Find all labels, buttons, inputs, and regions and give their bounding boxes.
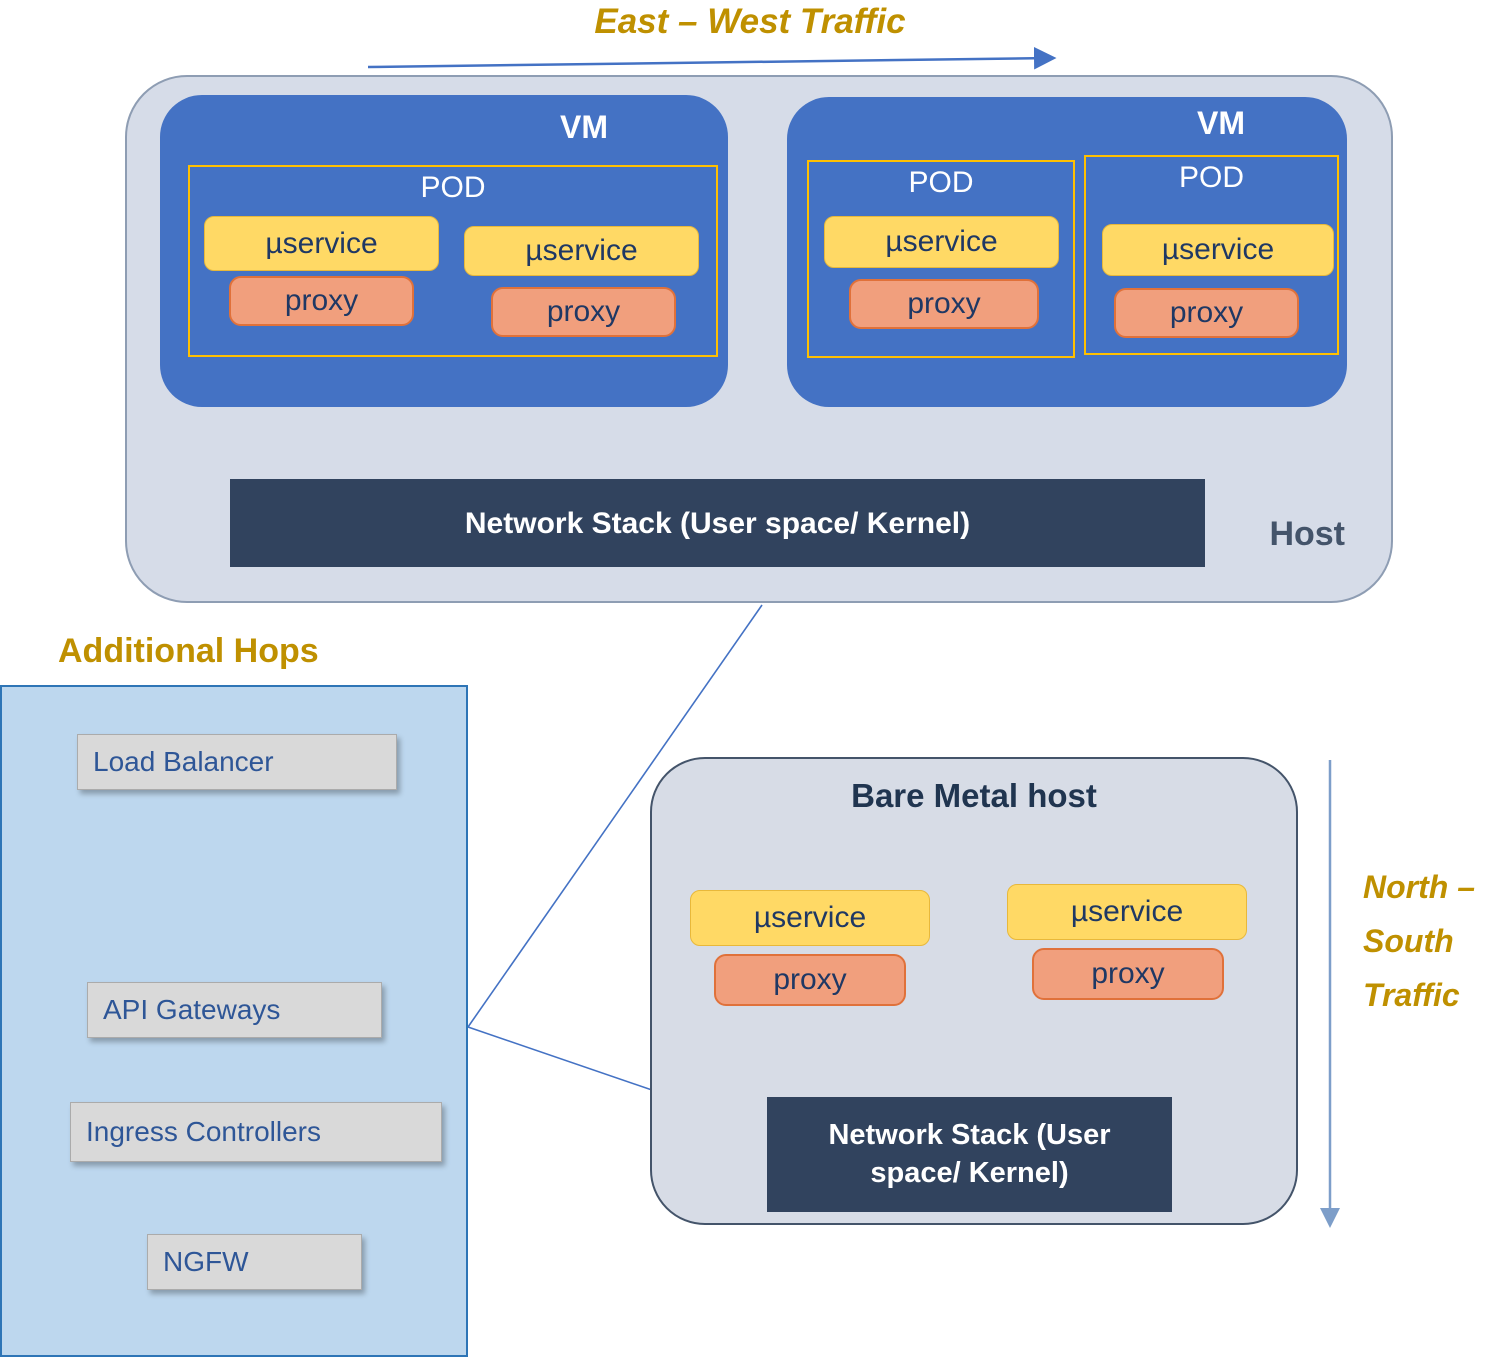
baremetal-network-stack: Network Stack (User space/ Kernel) <box>767 1097 1172 1212</box>
bare-metal-host-title: Bare Metal host <box>851 777 1097 814</box>
bare-metal-host-container: Bare Metal host µservice proxy µservice … <box>650 757 1298 1225</box>
hop-load-balancer: Load Balancer <box>77 734 397 790</box>
host-network-stack: Network Stack (User space/ Kernel) <box>230 479 1205 567</box>
microservice-box: µservice <box>1102 224 1334 276</box>
proxy-box: proxy <box>714 954 906 1006</box>
microservice-box: µservice <box>1007 884 1247 940</box>
pod-2: POD µservice proxy <box>807 160 1075 358</box>
microservice-box: µservice <box>690 890 930 946</box>
host-label: Host <box>1269 515 1345 553</box>
microservice-box: µservice <box>464 226 699 276</box>
hop-api-gateways: API Gateways <box>87 982 382 1038</box>
vm-1-label: VM <box>560 109 608 145</box>
north-south-line2: South <box>1363 923 1454 959</box>
proxy-box: proxy <box>849 279 1039 329</box>
pod-1: POD µservice proxy µservice proxy <box>188 165 718 357</box>
vm-2: VM POD µservice proxy POD µservice proxy <box>787 97 1347 407</box>
microservice-box: µservice <box>824 216 1059 268</box>
additional-hops-title: Additional Hops <box>58 632 319 670</box>
pod-1-label: POD <box>420 171 486 204</box>
proxy-box: proxy <box>1032 948 1224 1000</box>
vm-1: VM POD µservice proxy µservice proxy <box>160 95 728 407</box>
proxy-box: proxy <box>491 287 676 337</box>
pod-3: POD µservice proxy <box>1084 155 1339 355</box>
host-container: VM POD µservice proxy µservice proxy VM … <box>125 75 1393 603</box>
pod-2-label: POD <box>908 166 974 199</box>
additional-hops-box: Load Balancer API Gateways Ingress Contr… <box>0 685 468 1357</box>
north-south-line3: Traffic <box>1363 977 1460 1013</box>
microservice-box: µservice <box>204 216 439 271</box>
north-south-traffic-label: North – South Traffic <box>1363 860 1475 1022</box>
hop-ingress-controllers: Ingress Controllers <box>70 1102 442 1162</box>
east-west-arrow <box>367 46 1057 70</box>
north-south-line1: North – <box>1363 869 1475 905</box>
hop-ngfw: NGFW <box>147 1234 362 1290</box>
proxy-box: proxy <box>229 276 414 326</box>
pod-3-label: POD <box>1178 161 1244 194</box>
proxy-box: proxy <box>1114 288 1299 338</box>
vm-2-label: VM <box>1197 105 1245 141</box>
east-west-traffic-label: East – West Traffic <box>594 2 906 41</box>
